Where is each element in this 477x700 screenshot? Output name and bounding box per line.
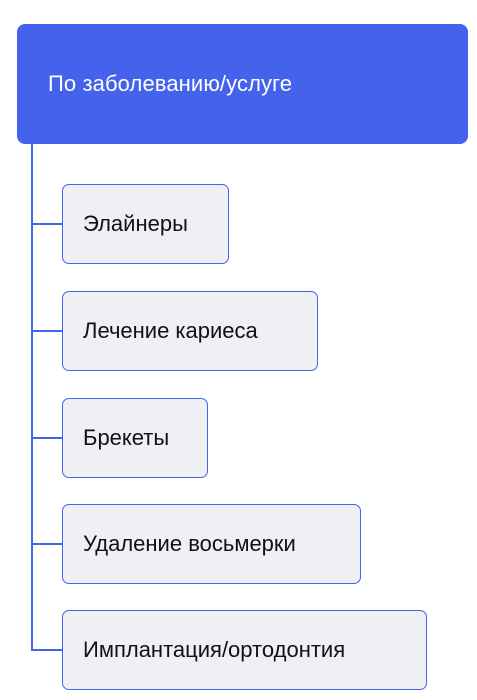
child-node-label: Элайнеры (83, 211, 188, 236)
child-node-label: Лечение кариеса (83, 318, 258, 343)
tree-vertical-connector (31, 144, 33, 650)
tree-branch-connector (31, 649, 62, 651)
child-node-label: Брекеты (83, 425, 170, 450)
tree-branch-connector (31, 437, 62, 439)
child-node-label: Имплантация/ортодонтия (83, 637, 346, 662)
child-node-braces[interactable]: Брекеты (62, 398, 208, 478)
tree-branch-connector (31, 330, 62, 332)
child-node-implantation-orthodontics[interactable]: Имплантация/ортодонтия (62, 610, 427, 690)
root-node-label: По заболеванию/услуге (48, 71, 293, 96)
child-node-label: Удаление восьмерки (83, 531, 296, 556)
root-node-disease-service[interactable]: По заболеванию/услуге (17, 24, 468, 144)
child-node-aligners[interactable]: Элайнеры (62, 184, 229, 264)
child-node-caries-treatment[interactable]: Лечение кариеса (62, 291, 318, 371)
tree-branch-connector (31, 223, 62, 225)
child-node-wisdom-tooth-removal[interactable]: Удаление восьмерки (62, 504, 361, 584)
tree-branch-connector (31, 543, 62, 545)
